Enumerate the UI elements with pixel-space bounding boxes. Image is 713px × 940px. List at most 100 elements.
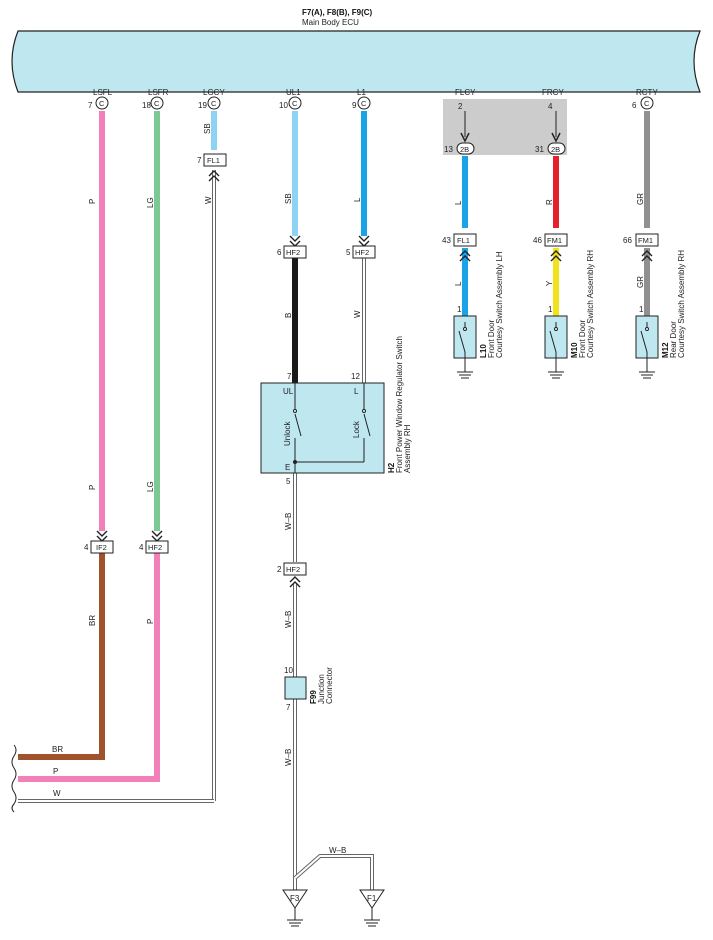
- pin-num-lsfl: 7: [88, 101, 93, 110]
- wl-rcty-bot: GR: [636, 276, 645, 288]
- m12-pin: 1: [639, 305, 644, 314]
- m10-pin: 1: [548, 305, 553, 314]
- wl-ul1-top: SB: [284, 193, 293, 204]
- conn-hf2-l1-name: HF2: [355, 248, 369, 257]
- f99-code: F99: [309, 690, 318, 704]
- pin-name-ul1: UL1: [286, 88, 301, 97]
- m12-line2: Courtesy Switch Assembly RH: [677, 250, 686, 358]
- wires-top: [99, 111, 650, 531]
- reg-pin-l: 12: [351, 372, 360, 381]
- pin-conn-l1: C: [361, 99, 367, 108]
- wires-middle: [212, 170, 650, 801]
- ground-f1-label: F1: [367, 894, 377, 903]
- l10-code: L10: [479, 344, 488, 358]
- junction-pin-flcy: 2: [458, 102, 463, 111]
- pin-conn-lsfr: C: [154, 99, 160, 108]
- f99-box: [284, 676, 307, 700]
- wl-e-wire2: W–B: [284, 611, 293, 628]
- wl-lsfr-bot: P: [146, 619, 155, 624]
- reg-line1: Front Power Window Regulator Switch: [395, 336, 404, 473]
- wl-e-wire3: W–B: [284, 749, 293, 766]
- reg-pin-e: 5: [286, 477, 291, 486]
- junction-conn-left: 2B: [460, 145, 469, 154]
- conn-fm1-rcty-num: 66: [623, 236, 632, 245]
- wl-lsfr-top: LG: [146, 197, 155, 208]
- junction-num-right: 31: [535, 145, 544, 154]
- conn-hf2-lsfr-num: 4: [139, 543, 144, 552]
- wl-lsfl-top: P: [88, 199, 97, 204]
- wire-p-lower: [18, 553, 160, 782]
- reg-term-l: L: [354, 387, 359, 396]
- wl-flcy-bot: L: [454, 281, 463, 286]
- pin-name-rcty: RCTY: [636, 88, 658, 97]
- conn-fl1-lgcy-name: FL1: [207, 156, 220, 165]
- pin-num-lgcy: 19: [198, 101, 207, 110]
- ecu-subtitle: Main Body ECU: [302, 18, 359, 27]
- pin-name-frcy: FRCY: [542, 88, 564, 97]
- courtesy-switch-m10: [544, 315, 568, 379]
- f99-line2: Connector: [325, 667, 334, 704]
- pin-name-l1: L1: [357, 88, 366, 97]
- reg-code: H2: [387, 462, 396, 473]
- conn-hf2-ul1-num: 6: [277, 248, 282, 257]
- m10-code: M10: [570, 342, 579, 358]
- wl-e-wire1: W–B: [284, 513, 293, 530]
- l10-pin: 1: [457, 305, 462, 314]
- wl-frcy-bot: Y: [545, 280, 554, 286]
- courtesy-switch-m12: [635, 315, 659, 379]
- junction-arrow-right: [551, 132, 561, 143]
- conn-fm1-frcy-num: 46: [533, 236, 542, 245]
- wl-bottom-p: P: [53, 767, 58, 776]
- junction-conn-right: 2B: [551, 145, 560, 154]
- wl-lsfr-mid: LG: [146, 481, 155, 492]
- wl-flcy-top: L: [454, 200, 463, 205]
- ecu-title: F7(A), F8(B), F9(C): [302, 8, 373, 17]
- junction-oval-right: [547, 142, 566, 155]
- conn-if2-lsfl-num: 4: [84, 543, 89, 552]
- l10-line2: Courtesy Switch Assembly LH: [495, 251, 504, 358]
- junction-arrow-left: [460, 132, 470, 143]
- conn-fm1-rcty-name: FM1: [638, 236, 653, 245]
- ground-f3-label: F3: [290, 894, 300, 903]
- reg-pin-ul: 7: [287, 372, 292, 381]
- pin-conn-lsfl: C: [99, 99, 105, 108]
- reg-term-e: E: [285, 463, 290, 472]
- conn-hf2-l1-num: 5: [346, 248, 351, 257]
- f99-pin-bot: 7: [286, 703, 291, 712]
- wl-l1-top: L: [353, 197, 362, 202]
- pin-name-flcy: FLCY: [455, 88, 476, 97]
- reg-sw-lock: Lock: [352, 420, 361, 438]
- wl-rcty-top: GR: [636, 193, 645, 205]
- reg-term-ul: UL: [283, 387, 294, 396]
- wl-bottom-br: BR: [52, 745, 63, 754]
- wl-lgcy-mid: W: [204, 196, 213, 204]
- ground-f1: [359, 889, 385, 927]
- wl-frcy-top: R: [545, 199, 554, 205]
- conn-fl1-flcy-name: FL1: [457, 236, 470, 245]
- connector-chevrons: [96, 170, 653, 588]
- pin-conn-lgcy: C: [211, 99, 217, 108]
- wire-wb: [293, 473, 374, 890]
- courtesy-switch-l10: [453, 315, 477, 379]
- wl-lgcy-top: SB: [203, 123, 212, 134]
- wl-l1-mid: W: [353, 310, 362, 318]
- pin-num-l1: 9: [352, 101, 357, 110]
- conn-hf2-e-name: HF2: [286, 565, 300, 574]
- conn-fl1-flcy-num: 43: [442, 236, 451, 245]
- pin-name-lgcy: LGCY: [203, 88, 225, 97]
- m10-line2: Courtesy Switch Assembly RH: [586, 250, 595, 358]
- connector-boxes: [90, 153, 659, 576]
- pin-num-lsfr: 18: [142, 101, 151, 110]
- wl-lsfl-mid: P: [88, 485, 97, 490]
- junction-num-left: 13: [444, 145, 453, 154]
- pin-num-rcty: 6: [632, 101, 637, 110]
- pin-name-lsfl: LSFL: [93, 88, 113, 97]
- pin-conn-rcty: C: [644, 99, 650, 108]
- pin-conn-ul1: C: [292, 99, 298, 108]
- wl-ul1-mid: B: [284, 313, 293, 318]
- f99-line1: Junction: [317, 674, 326, 704]
- l10-line1: Front Door: [487, 319, 496, 358]
- wire-br: [18, 553, 105, 760]
- junction-oval-left: [456, 142, 475, 155]
